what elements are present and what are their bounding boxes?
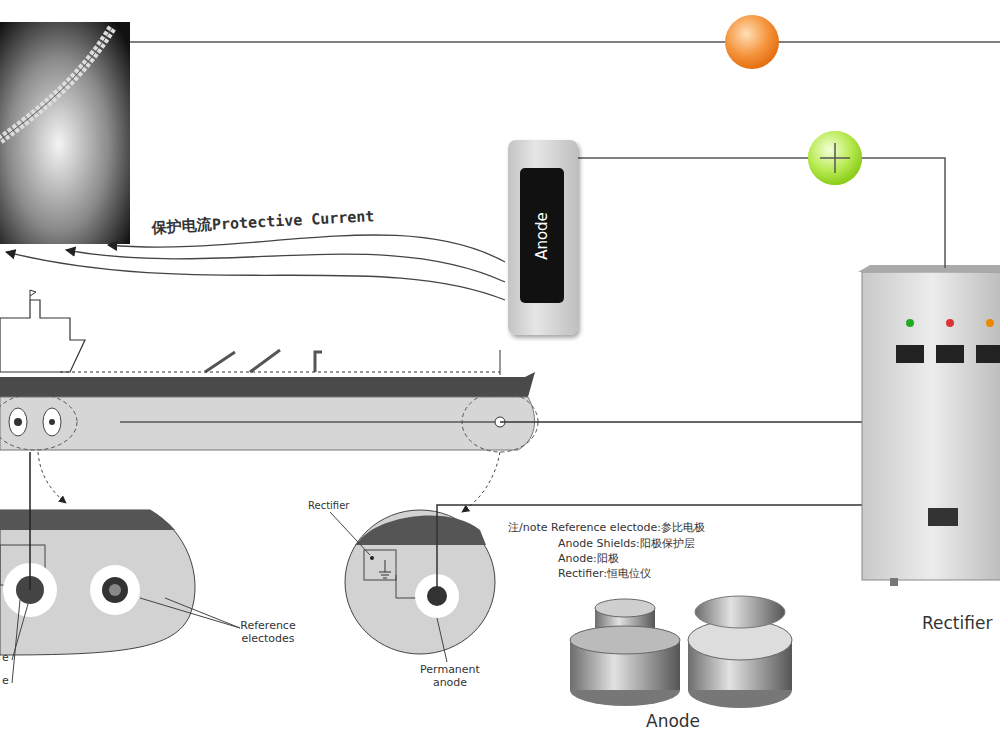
positive-terminal [808, 131, 862, 185]
ship-hull [0, 397, 535, 450]
leader-line [330, 512, 420, 598]
terminal-dot [370, 556, 374, 560]
zoom-arrow [38, 452, 66, 503]
part-label: Rectifier [308, 500, 349, 512]
part-label: e [2, 652, 9, 665]
ship-hull-top [0, 372, 535, 397]
indicator-light [986, 319, 994, 327]
zoom-arrow [462, 452, 500, 512]
rope-outline [0, 28, 112, 140]
photo-caption: Anode [646, 712, 700, 732]
positive-terminal [808, 131, 862, 185]
detail-marker [0, 394, 77, 450]
note-line: Anode Shields:阳极保护层 [558, 538, 695, 551]
electrode-ring [90, 565, 140, 615]
anode-top [595, 599, 655, 617]
deck-rail [60, 372, 500, 373]
detail-ellipse [345, 510, 495, 654]
current-arrow [108, 235, 505, 262]
meter-display [976, 345, 1000, 363]
rope [0, 28, 112, 140]
current-arrow [66, 250, 505, 282]
indicator-light [946, 319, 954, 327]
electrode-core [109, 584, 121, 596]
note-line: Rectifier:恒电位仪 [558, 568, 651, 581]
wire [500, 421, 866, 423]
anode-face [695, 596, 785, 628]
wire [437, 505, 868, 596]
rectifier-cabinet: Rectifier [862, 265, 1000, 580]
meter-display [896, 345, 924, 363]
leader-line [12, 600, 28, 683]
anode-flange-top [570, 626, 680, 654]
vent [928, 508, 958, 526]
cabinet-body [862, 272, 1000, 580]
meter-display [936, 345, 964, 363]
hull-plate [0, 510, 175, 530]
hull-anode [9, 408, 27, 436]
part-label: Reference electodes [226, 620, 310, 645]
wire [130, 41, 1000, 43]
current-label: 保护电流Protective Current [152, 208, 375, 237]
ship-flag [30, 290, 36, 300]
plus-sign [808, 131, 862, 185]
note-line: 注/note Reference electode:参比电极 [508, 522, 705, 535]
plus-sign [820, 143, 850, 173]
reference-electrode [43, 408, 61, 436]
anode-label: Anode [533, 212, 551, 260]
leader-line [437, 618, 447, 662]
mast [500, 350, 501, 375]
anode-core: Anode [520, 168, 564, 303]
reference-electrode [102, 577, 128, 603]
current-arrow [6, 252, 505, 300]
wire-connector [578, 158, 945, 268]
anode-box: Anode [508, 140, 578, 335]
ship-superstructure [0, 300, 85, 372]
ground-symbol [379, 560, 391, 578]
deck-crane [205, 350, 322, 372]
negative-terminal [725, 15, 779, 69]
hull-plate [355, 516, 486, 545]
cabinet-top [858, 265, 1000, 272]
part-label: Permanent anode [410, 664, 490, 689]
wire [29, 452, 31, 590]
leader-line [140, 598, 240, 628]
protected-structure [0, 22, 130, 244]
indicator-light [906, 319, 914, 327]
hull-wire [120, 421, 500, 423]
hull-anode-core [14, 418, 22, 426]
note-line: Anode:阳极 [558, 553, 619, 566]
cabinet-foot [890, 578, 898, 586]
part-label: e [2, 675, 9, 688]
node-label: Rectifier [922, 613, 992, 633]
rectifier-box [364, 550, 396, 580]
electrode-core [49, 419, 55, 425]
